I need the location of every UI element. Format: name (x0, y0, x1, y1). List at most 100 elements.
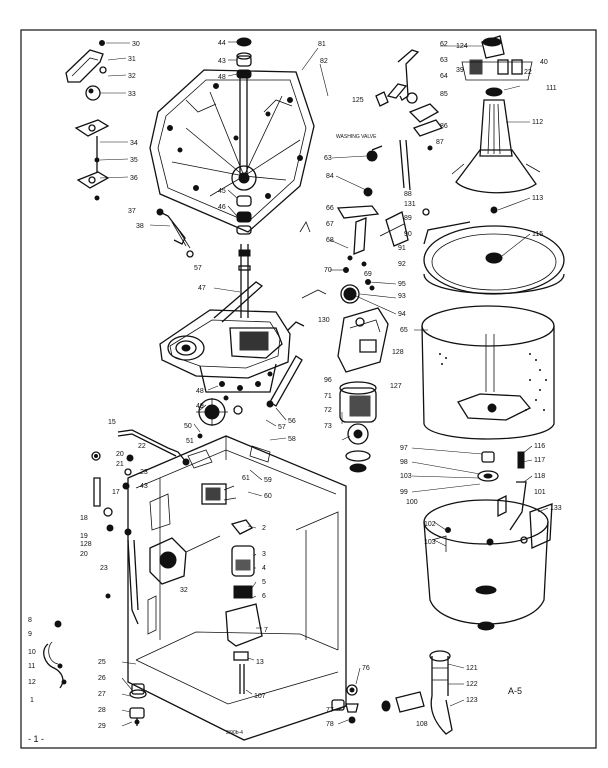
drain-hose-part-20 (124, 528, 139, 625)
label-131: 131 (404, 201, 416, 208)
label-39: 39 (456, 67, 464, 74)
leveling-feet-26-29 (129, 689, 147, 726)
label-89: 89 (404, 215, 412, 222)
label-61: 61 (242, 475, 250, 482)
label-48: 48 (218, 74, 226, 81)
label-125: 125 (352, 97, 364, 104)
label-92: 92 (398, 261, 406, 268)
label-87: 87 (436, 139, 444, 146)
part-number-labels: 30 31 32 33 34 35 36 37 38 57 44 43 48 8… (28, 40, 562, 744)
leader-lines (99, 41, 549, 727)
water-valve-part-63 (366, 145, 383, 162)
label-23: 23 (140, 469, 148, 476)
label-34: 34 (130, 140, 138, 147)
label-117: 117 (534, 457, 545, 464)
label-116: 116 (534, 443, 545, 450)
label-127: 127 (390, 383, 402, 390)
drain-tube-parts-116-118 (497, 451, 527, 531)
clutch-part-49 (196, 395, 243, 439)
label-93: 93 (398, 293, 406, 300)
label-66: 66 (326, 205, 334, 212)
label-98: 98 (400, 459, 408, 466)
label-78: 78 (326, 721, 334, 728)
label-107: 107 (254, 693, 266, 700)
label-12: 12 (28, 679, 36, 686)
hose-clamp-parts-8-12 (43, 620, 67, 689)
ball-part-33 (85, 85, 101, 101)
label-103b: 103 (424, 539, 436, 546)
label-45: 45 (218, 188, 226, 195)
label-38: 38 (136, 223, 144, 230)
label-22b: 22 (138, 443, 146, 450)
label-130: 130 (318, 317, 330, 324)
page-border (20, 29, 597, 749)
label-112: 112 (532, 119, 543, 126)
agitator-cap-parts-124 (461, 35, 533, 81)
top-plate-assembly (149, 37, 315, 235)
label-63b: 63 (324, 155, 332, 162)
pump-stack-parts-2-7 (225, 519, 263, 694)
label-124: 124 (456, 43, 468, 50)
label-49: 49 (196, 403, 204, 410)
tiny-code-note: 2/90b-4 (226, 730, 243, 736)
label-73: 73 (324, 423, 332, 430)
label-44: 44 (218, 40, 226, 47)
footer-mark: - 1 - (28, 734, 44, 744)
label-15: 15 (108, 419, 116, 426)
tub-ring-part-113 (423, 221, 565, 295)
label-8: 8 (28, 617, 32, 624)
label-65: 65 (400, 327, 408, 334)
label-59: 59 (264, 477, 272, 484)
label-20b: 20 (80, 551, 88, 558)
label-97: 97 (400, 445, 408, 452)
label-40: 40 (540, 59, 548, 66)
label-82: 82 (320, 58, 328, 65)
label-33: 33 (128, 91, 136, 98)
hub-parts-97-100 (477, 451, 499, 482)
label-50: 50 (184, 423, 192, 430)
nozzle-parts-108 (381, 691, 425, 713)
label-95: 95 (398, 281, 406, 288)
drive-link-part-56 (266, 355, 303, 408)
motor-mount-parts-94-96 (287, 284, 375, 331)
spin-basket-part-65 (421, 305, 555, 440)
small-fasteners-left (91, 451, 134, 599)
label-13: 13 (256, 659, 264, 666)
label-85: 85 (440, 91, 448, 98)
label-4: 4 (262, 565, 266, 572)
page-code: A-5 (508, 686, 522, 696)
label-58: 58 (288, 436, 296, 443)
agitator-part-112 (451, 87, 541, 214)
label-128: 128 (392, 349, 404, 356)
label-90: 90 (404, 231, 412, 238)
label-36: 36 (130, 175, 138, 182)
motor-part-72 (339, 381, 377, 473)
label-102: 102 (424, 521, 436, 528)
label-115: 115 (532, 231, 543, 238)
label-71: 71 (324, 393, 332, 400)
label-22: 22 (524, 69, 532, 76)
label-96: 96 (324, 377, 332, 384)
label-17: 17 (112, 489, 120, 496)
label-69: 69 (364, 271, 372, 278)
label-64: 64 (440, 73, 448, 80)
label-81: 81 (318, 41, 326, 48)
label-60: 60 (264, 493, 272, 500)
label-35: 35 (130, 157, 138, 164)
label-26: 26 (98, 675, 106, 682)
label-67: 67 (326, 221, 334, 228)
label-43: 43 (218, 58, 226, 65)
label-122: 122 (466, 681, 478, 688)
label-77: 77 (326, 707, 334, 714)
fastener-parts-76-78 (345, 684, 359, 724)
label-20: 20 (116, 451, 124, 458)
switch-part-22 (201, 483, 237, 505)
label-57b: 57 (278, 424, 286, 431)
label-48b: 48 (196, 388, 204, 395)
transmission-assembly (159, 244, 291, 393)
label-51: 51 (186, 438, 194, 445)
label-76: 76 (362, 665, 370, 672)
label-18: 18 (80, 515, 88, 522)
